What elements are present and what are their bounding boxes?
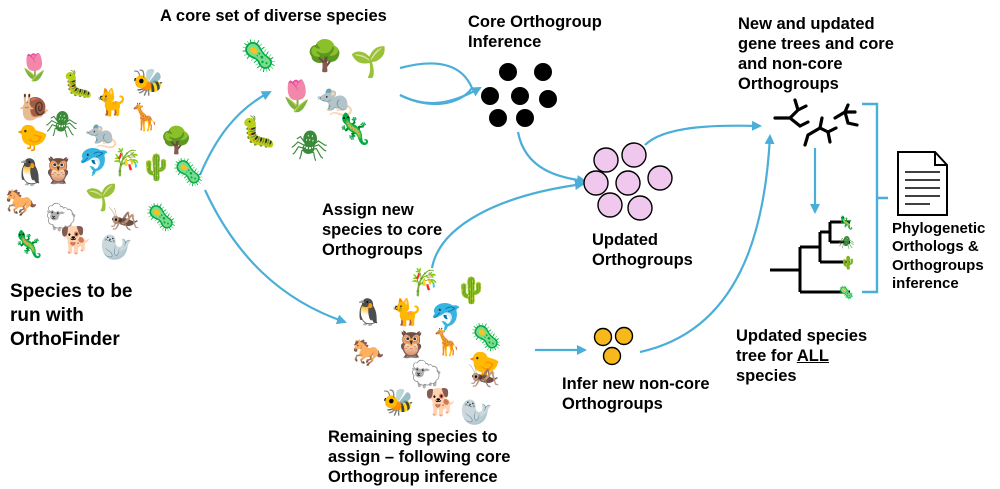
dolphin-icon: 🐬 — [78, 148, 111, 178]
bee-icon: 🐝 — [132, 68, 165, 98]
penguin-icon: 🐧 — [14, 158, 47, 188]
core-orthogroup-dot — [481, 87, 499, 105]
svg-text:🦠: 🦠 — [838, 285, 854, 301]
core-orthogroup-dot — [534, 63, 552, 81]
cactus-icon: 🌵 — [140, 153, 173, 183]
label-all: ALL — [796, 347, 829, 366]
arrow-assign-to-updated — [430, 180, 585, 269]
label-updated-orthogroups: Updated Orthogroups — [592, 231, 693, 270]
arrow-coredots-to-updated — [516, 131, 587, 186]
core-orthogroup-dot — [539, 90, 557, 108]
core-orthogroup-dot — [489, 109, 507, 127]
rat-icon: 🐀 — [85, 120, 118, 150]
label-assign-new: Assign new species to core Orthogroups — [322, 201, 443, 260]
updated-orthogroup-dot — [621, 142, 647, 168]
bee-icon: 🐝 — [382, 388, 415, 418]
noncore-orthogroup-dot — [602, 346, 622, 366]
chick-icon: 🐤 — [16, 123, 49, 153]
label-infer-noncore: Infer new non-core Orthogroups — [562, 375, 710, 414]
arrow-core-to-dots — [399, 87, 482, 105]
seedling-icon: 🌱 — [350, 45, 388, 80]
label-updated-species-tree: Updated species tree for ALL species — [736, 327, 868, 386]
tree-icon: 🌳 — [306, 39, 344, 74]
sheep-icon: 🐑 — [45, 203, 78, 233]
arrow-left-to-remaining — [204, 189, 347, 325]
lizard-icon: 🦎 — [12, 230, 45, 260]
noncore-orthogroup-dot — [593, 327, 613, 347]
rat-icon: 🐀 — [316, 83, 354, 118]
label-remaining: Remaining species to assign – following … — [328, 428, 511, 487]
svg-text:🌵: 🌵 — [840, 255, 856, 271]
bacterium-icon: 🦠 — [470, 323, 503, 353]
snail-icon: 🐌 — [18, 93, 51, 123]
core-orthogroup-dot — [511, 87, 529, 105]
cactus-icon: 🌵 — [455, 276, 488, 306]
virus-icon: 🦠 — [240, 39, 278, 74]
label-new-updated: New and updated gene trees and core and … — [738, 15, 894, 94]
label-core-inference: Core Orthogroup Inference — [468, 13, 602, 52]
spider-icon: 🕷 — [45, 110, 79, 140]
bamboo-icon: 🎋 — [408, 268, 441, 298]
arrow-left-to-core — [198, 91, 272, 176]
seal-icon: 🦭 — [100, 233, 133, 263]
updated-orthogroup-dot — [615, 170, 641, 196]
horse-icon: 🐎 — [5, 188, 38, 218]
updated-orthogroup-dot — [647, 165, 673, 191]
flower-icon: 🌷 — [18, 53, 51, 83]
grasshopper-icon: 🦗 — [108, 203, 141, 233]
spider-icon: 🕷 — [290, 129, 329, 164]
updated-orthogroup-dot — [583, 170, 609, 196]
arrow-updated-to-trees — [644, 120, 762, 146]
label-core-set: A core set of diverse species — [160, 7, 387, 25]
updated-orthogroup-dot — [627, 195, 653, 221]
grasshopper-icon: 🦗 — [468, 360, 501, 390]
seedling-icon: 🌱 — [85, 183, 118, 213]
arrow-noncore-to-trees — [639, 134, 775, 354]
species-tree-tip-icons: 🦎 🕷 🌵 🦠 — [838, 215, 856, 301]
label-phylogenetic: Phylogenetic Orthologs & Orthogroups inf… — [892, 220, 986, 292]
bamboo-icon: 🎋 — [110, 148, 143, 178]
core-orthogroup-dots — [481, 63, 557, 127]
updated-orthogroup-dots — [583, 142, 673, 221]
results-bracket — [862, 102, 888, 294]
gene-trees-icon — [773, 98, 859, 147]
sheep-icon: 🐑 — [410, 360, 443, 390]
updated-orthogroup-dot — [597, 192, 623, 218]
document-icon — [897, 151, 948, 216]
seal-icon: 🦭 — [460, 398, 493, 428]
core-orthogroup-dot — [499, 63, 517, 81]
giraffe-icon: 🦒 — [128, 103, 161, 133]
cat-icon: 🐈 — [95, 88, 128, 118]
tree-icon: 🌳 — [160, 126, 193, 156]
chick-icon: 🐤 — [468, 350, 501, 380]
dolphin-icon: 🐬 — [430, 303, 463, 333]
owl-icon: 🦉 — [42, 156, 75, 186]
horse-icon: 🐎 — [352, 338, 385, 368]
dog-icon: 🐕 — [60, 226, 93, 256]
label-species-to-run: Species to be run with OrthoFinder — [10, 281, 133, 350]
core-orthogroup-dot — [516, 109, 534, 127]
species-tree-icon — [770, 220, 850, 294]
noncore-orthogroup-dot — [614, 326, 634, 346]
caterpillar-icon: 🐛 — [62, 70, 95, 100]
updated-orthogroup-dot — [593, 147, 619, 173]
virus-icon: 🦠 — [172, 158, 205, 188]
giraffe-icon: 🦒 — [430, 328, 463, 358]
dog-icon: 🐕 — [425, 388, 458, 418]
bacterium-icon: 🦠 — [145, 203, 178, 233]
noncore-orthogroup-dots — [593, 326, 634, 366]
svg-text:🦎: 🦎 — [838, 215, 854, 231]
cat-icon: 🐈 — [390, 298, 423, 328]
svg-text:🕷: 🕷 — [838, 236, 855, 251]
owl-icon: 🦉 — [395, 330, 428, 360]
penguin-icon: 🐧 — [352, 298, 385, 328]
lizard-icon: 🦎 — [335, 112, 373, 147]
caterpillar-icon: 🐛 — [240, 115, 278, 150]
flower-icon: 🌷 — [278, 79, 316, 114]
